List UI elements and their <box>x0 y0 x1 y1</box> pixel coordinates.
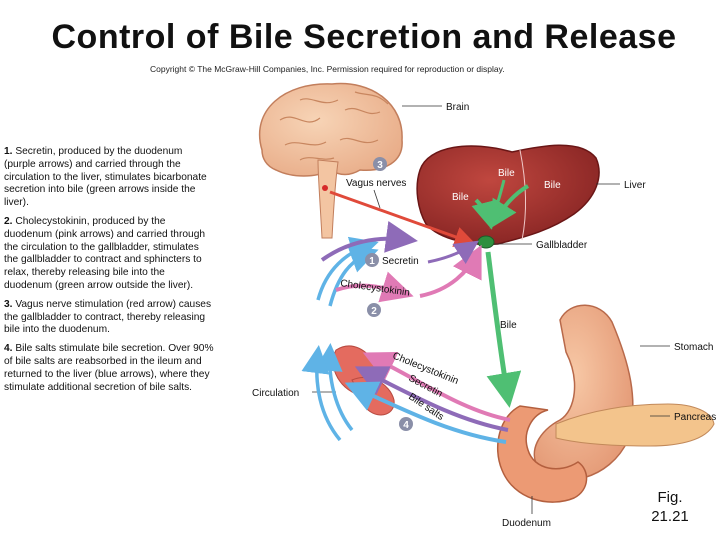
step-text: Cholecystokinin, produced by the duodenu… <box>4 215 206 291</box>
bile-to-duodenum-arrow <box>485 251 522 408</box>
label-bile-liver-2: Bile <box>544 180 561 191</box>
step-number: 1. <box>4 146 13 157</box>
label-gallbladder: Gallbladder <box>536 240 588 251</box>
blue-return-arrow-upper-2 <box>328 246 379 307</box>
figure-number: Fig. 21.21 <box>640 488 700 526</box>
gallbladder-shape <box>477 235 495 249</box>
step-text: Vagus nerve stimulation (red arrow) caus… <box>4 298 212 336</box>
copyright-notice: Copyright © The McGraw-Hill Companies, I… <box>150 64 505 74</box>
step-item: 4. Bile salts stimulate bile secretion. … <box>4 343 214 394</box>
step-marker-3: 3 <box>373 157 387 171</box>
step-item: 1. Secretin, produced by the duodenum (p… <box>4 146 214 210</box>
label-bile-liver-3: Bile <box>452 192 469 203</box>
duodenum-shape <box>497 405 588 503</box>
step-marker-4: 4 <box>399 417 413 431</box>
brain-illustration <box>259 82 442 239</box>
blue-circulation-arrow-2 <box>301 345 342 442</box>
label-circulation: Circulation <box>252 388 299 399</box>
vagus-nucleus-dot <box>322 185 328 191</box>
bile-salts-arrow-lower <box>344 381 507 444</box>
label-secretin-upper: Secretin <box>382 256 419 267</box>
digestive-organs-illustration <box>497 304 715 514</box>
blue-circulation-arrow-1 <box>314 343 354 432</box>
step-item: 3. Vagus nerve stimulation (red arrow) c… <box>4 299 214 337</box>
bile-arrow-center <box>486 179 507 228</box>
label-bile-liver-1: Bile <box>498 168 515 179</box>
step-list: 1. Secretin, produced by the duodenum (p… <box>4 146 214 400</box>
svg-text:3: 3 <box>377 160 383 171</box>
pancreas-shape <box>555 403 715 447</box>
step-number: 2. <box>4 215 13 227</box>
label-liver: Liver <box>624 180 646 191</box>
vagus-arrow <box>329 190 476 247</box>
label-duodenum: Duodenum <box>502 518 551 529</box>
label-bile-duct: Bile <box>500 320 517 331</box>
label-stomach: Stomach <box>674 342 713 353</box>
page-title: Control of Bile Secretion and Release <box>51 18 677 56</box>
step-number: 3. <box>4 298 13 310</box>
step-item: 2. Cholecystokinin, produced by the duod… <box>4 216 214 293</box>
secretin-arrow-to-liver <box>427 240 479 264</box>
figure-label: Fig. <box>657 489 683 506</box>
label-pancreas: Pancreas <box>674 412 716 423</box>
cck-arrow-lower <box>362 351 511 422</box>
liver-illustration <box>416 144 620 249</box>
secretin-arrow-lower <box>354 366 509 432</box>
step-text: Secretin, produced by the duodenum (purp… <box>4 146 207 209</box>
figure-id: 21.21 <box>651 508 689 525</box>
svg-text:4: 4 <box>403 420 409 431</box>
step-marker-2: 2 <box>367 303 381 317</box>
label-cck-upper: Cholecystokinin <box>340 278 411 299</box>
svg-text:1: 1 <box>369 256 375 267</box>
step-number: 4. <box>4 343 13 355</box>
label-brain: Brain <box>446 102 469 113</box>
cck-arrow-upper-right <box>419 244 482 298</box>
svg-text:2: 2 <box>371 306 377 317</box>
label-vagus-nerves: Vagus nerves <box>346 178 406 189</box>
cck-arrow-upper-left <box>335 271 414 303</box>
step-text: Bile salts stimulate bile secretion. Ove… <box>4 343 214 393</box>
secretin-arrow-upper <box>320 220 418 262</box>
step-marker-1: 1 <box>365 253 379 267</box>
